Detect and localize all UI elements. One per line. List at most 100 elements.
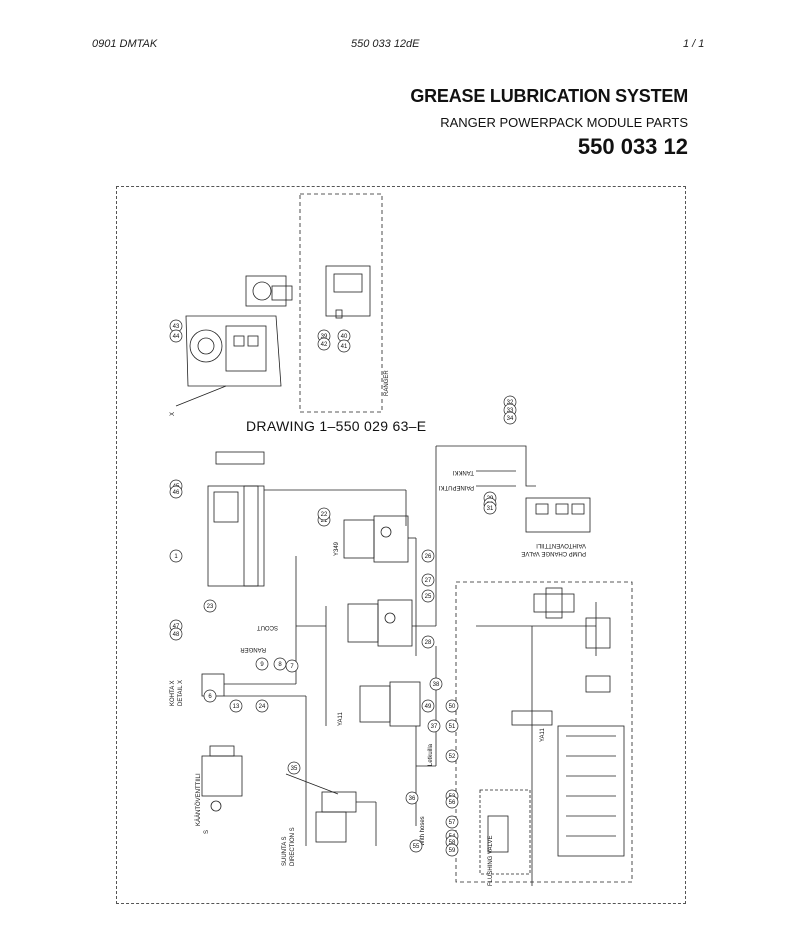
document-subtitle: RANGER POWERPACK MODULE PARTS [440,115,688,130]
callout-bubbles: 6178913212223242526272829303132333435363… [169,319,517,857]
callout-number: 52 [449,754,456,760]
header-left-code: 0901 DMTAK [92,38,158,50]
document-title: GREASE LUBRICATION SYSTEM [410,86,688,106]
callout-number: 36 [409,796,416,802]
ranger-control-box [299,193,383,413]
callout-bubble: 37 [427,719,441,733]
callout-bubble: 23 [203,599,217,613]
valve-ya11 [359,685,391,723]
drawing-frame [116,186,686,904]
callout-bubble: 49 [421,699,435,713]
callout-number: 40 [341,334,348,340]
callout-number: 47 [173,624,180,630]
pump-gear [189,329,223,363]
ya11-label-right: YA11 [540,728,546,742]
control-unit-connector [335,309,343,319]
part-number: 550 033 12 [577,134,688,159]
lubrication-module-box [455,581,633,883]
with-hoses-label: With hoses [420,816,426,846]
ya11-label-left: YA11 [338,712,344,726]
tankki-label: TANKKI [452,469,474,475]
callout-number: 49 [425,704,432,710]
callout-number: 13 [233,704,240,710]
callout-number: 50 [449,704,456,710]
callout-number: 38 [433,682,440,688]
direction-s-fitting [321,791,357,813]
callout-number: 57 [449,820,456,826]
callout-bubble: 26 [421,549,435,563]
y349-label: Y349 [334,541,340,556]
callout-number: 34 [507,416,514,422]
callout-number: 56 [449,800,456,806]
pump-body [185,315,282,387]
drawing-reference: DRAWING 1–550 029 63–E [246,418,427,434]
pump-flange [252,281,272,301]
callout-number: 26 [425,554,432,560]
callout-bubble: 25 [421,589,435,603]
callout-number: 32 [507,400,514,406]
callout-number: 37 [431,724,438,730]
callout-bubble: 42 [317,337,331,351]
callout-bubble: 35 [287,761,301,775]
pump-bracket [245,275,287,307]
callout-number: 43 [173,324,180,330]
callout-bubble: 24 [255,699,269,713]
callout-number: 23 [207,604,214,610]
flushing-valve-box [479,789,531,875]
callout-number: 58 [449,840,456,846]
callout-bubble: 1 [169,549,183,563]
valve-lower [347,603,379,643]
pump-cylinder [533,593,575,613]
callout-bubble: 52 [445,749,459,763]
kohta-x-label: KOHTA X [170,680,176,706]
pump-change-valve [525,497,591,533]
callout-number: 22 [321,512,328,518]
callout-bubble: 8 [273,657,287,671]
callout-bubble: 40 [337,329,351,343]
flushing-valve-label: FLUSHING VALVE [488,836,494,886]
callout-number: 39 [321,334,328,340]
callout-bubble: 34 [503,411,517,425]
ranger-box-label: RANGER [384,370,390,396]
callout-number: 6 [208,694,212,700]
callout-number: 48 [173,632,180,638]
callout-number: 44 [173,334,180,340]
callout-number: 25 [425,594,432,600]
callout-bubble: 44 [169,329,183,343]
callout-bubble: 6 [203,689,217,703]
kaantoventtiili-label: KÄÄNTÖVENTTIILI [195,773,202,826]
s-mark-label: S [204,830,210,834]
callout-number: 59 [449,848,456,854]
schematic-drawing: RANGER X KOHTA X DETAIL X SUUNTA S DIREC… [169,193,633,886]
callout-bubble: 56 [445,795,459,809]
callout-number: 7 [290,664,294,670]
distribution-block [557,725,625,857]
letkuilla-label: Letkuilla [428,743,434,766]
scout-label: SCOUT [257,624,278,630]
header-document-number: 550 033 12dE [351,38,420,50]
callout-number: 8 [278,662,282,668]
exchange-valve-label: PUMP CHANGE VALVE [521,550,586,556]
callout-number: 51 [449,724,456,730]
callout-number: 46 [173,490,180,496]
suunta-s-label: SUUNTA S [282,836,288,866]
callout-bubble: 7 [285,659,299,673]
callout-bubble: 31 [483,501,497,515]
directional-valve [585,617,611,649]
grease-tank [207,485,265,587]
detail-x-label: DETAIL X [178,680,184,706]
ranger-label: RANGER [240,646,266,652]
callout-bubble: 43 [169,319,183,333]
callout-bubble: 46 [169,485,183,499]
callout-number: 35 [291,766,298,772]
callout-number: 9 [260,662,264,668]
callout-number: 28 [425,640,432,646]
callout-bubble: 59 [445,843,459,857]
direction-s-label: DIRECTION S [290,827,296,866]
pressure-switch [585,675,611,693]
vaihtoventtiili-label: VAIHTOVENTTIILI [536,542,586,548]
flushing-valve-left [201,755,243,797]
control-unit-body [325,265,371,317]
callout-bubble: 55 [409,839,423,853]
callout-bubble: 9 [255,657,269,671]
